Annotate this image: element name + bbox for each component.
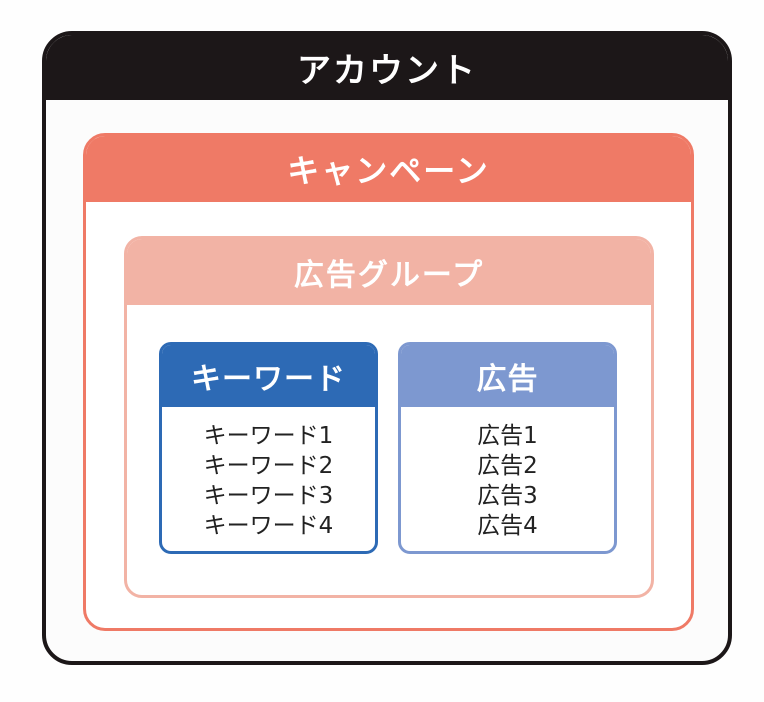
keyword-item: キーワード2: [203, 453, 334, 479]
keyword-item: キーワード4: [203, 513, 334, 539]
keyword-item: キーワード1: [203, 423, 334, 449]
campaign-header: キャンペーン: [86, 136, 691, 202]
keyword-item: キーワード3: [203, 483, 334, 509]
ad-item: 広告4: [477, 513, 538, 539]
keyword-list: キーワード1 キーワード2 キーワード3 キーワード4: [162, 407, 375, 541]
ad-item: 広告3: [477, 483, 538, 509]
ad-list: 広告1 広告2 広告3 広告4: [401, 407, 614, 541]
keyword-card-header: キーワード: [162, 345, 375, 407]
account-header: アカウント: [46, 35, 728, 100]
ad-group-header: 広告グループ: [127, 239, 651, 305]
ad-item: 広告2: [477, 453, 538, 479]
keyword-card: キーワード キーワード1 キーワード2 キーワード3 キーワード4: [159, 342, 378, 554]
ad-item: 広告1: [477, 423, 538, 449]
ad-card: 広告 広告1 広告2 広告3 広告4: [398, 342, 617, 554]
ad-card-header: 広告: [401, 345, 614, 407]
